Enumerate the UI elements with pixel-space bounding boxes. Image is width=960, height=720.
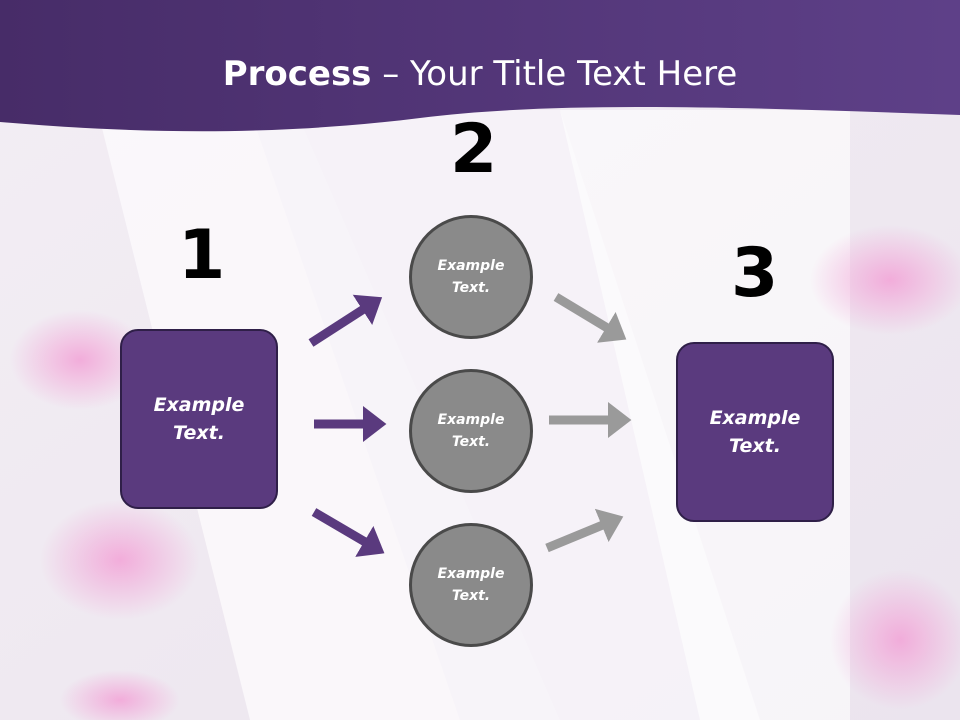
step-1-label: Example Text. <box>153 393 245 445</box>
step-3-box: Example Text. <box>676 342 834 522</box>
circle-bottom-label: Example Text. <box>437 565 505 604</box>
arrow-top-to-3 <box>553 293 627 343</box>
step-number-1: 1 <box>178 216 226 295</box>
step-number-3: 3 <box>731 234 779 313</box>
arrow-bottom-to-3 <box>545 508 624 553</box>
step-2-circle-middle: Example Text. <box>409 369 533 493</box>
arrow-1-to-top <box>308 294 383 347</box>
circle-top-label: Example Text. <box>437 257 505 296</box>
step-2-circle-top: Example Text. <box>409 215 533 339</box>
step-1-box: Example Text. <box>120 329 278 509</box>
title-bold: Process <box>222 54 372 94</box>
step-number-2: 2 <box>450 110 498 189</box>
step-3-label: Example Text. <box>709 406 801 458</box>
step-2-circle-bottom: Example Text. <box>409 523 533 647</box>
title-rest: – Your Title Text Here <box>371 54 738 94</box>
circle-middle-label: Example Text. <box>437 411 505 450</box>
page-title: Process – Your Title Text Here <box>0 54 960 94</box>
arrow-1-to-bottom <box>311 508 385 557</box>
